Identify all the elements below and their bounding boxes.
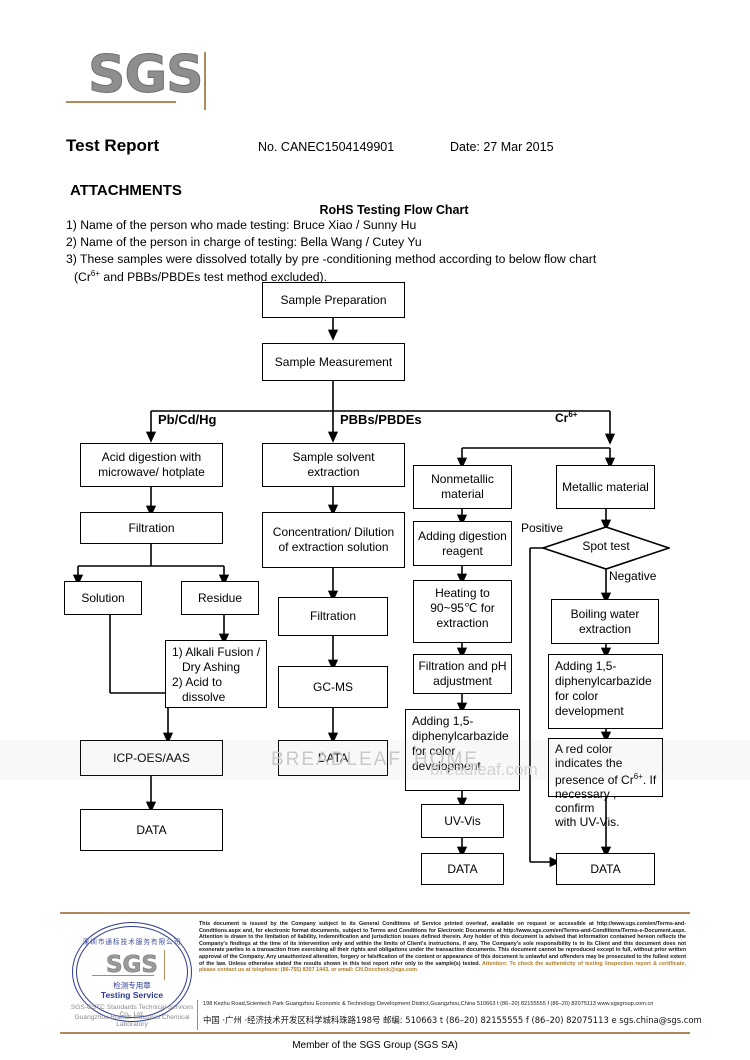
member-of-sgs-group: Member of the SGS Group (SGS SA) bbox=[292, 1040, 458, 1051]
sgs-logo: SGS bbox=[88, 48, 218, 104]
watermark-text-2: HOME bbox=[413, 749, 479, 770]
m-color-line4: development bbox=[555, 704, 624, 718]
red-line3: presence of Cr6+. If bbox=[555, 772, 657, 787]
logo-vertical-rule bbox=[204, 52, 206, 110]
box-sample-solvent-extraction[interactable]: Sample solvent extraction bbox=[262, 443, 405, 487]
heating-line1: Heating to bbox=[435, 586, 490, 600]
label-negative: Negative bbox=[609, 569, 657, 583]
box-red-color-result[interactable]: A red color indicates the presence of Cr… bbox=[548, 738, 663, 829]
color-line1: Adding 1,5- bbox=[412, 714, 474, 728]
stamp-testing-service: Testing Service bbox=[100, 990, 164, 1000]
alkali-line1: 1) Alkali Fusion / bbox=[172, 645, 261, 659]
watermark-band: BREADLEAF HOME bbox=[0, 740, 750, 780]
note-in-charge: 2) Name of the person in charge of testi… bbox=[66, 235, 422, 249]
legal-body: This document is issued by the Company s… bbox=[199, 921, 686, 967]
box-filtration-ph-adjustment[interactable]: Filtration and pH adjustment bbox=[413, 654, 512, 694]
legal-disclaimer: This document is issued by the Company s… bbox=[199, 921, 686, 974]
alkali-line2: Dry Ashing bbox=[172, 660, 241, 674]
branch-label-pb-cd-hg: Pb/Cd/Hg bbox=[158, 412, 217, 427]
box-uv-vis[interactable]: UV-Vis bbox=[421, 804, 504, 838]
box-icp-oes-aas[interactable]: ICP-OES/AAS bbox=[80, 740, 223, 776]
box-boiling-water-extraction[interactable]: Boiling water extraction bbox=[551, 599, 659, 644]
heating-line3: extraction bbox=[436, 616, 489, 630]
box-pb-data[interactable]: DATA bbox=[80, 809, 223, 851]
sgs-testing-stamp: 深圳市通标技术服务有限公司 SGS 检测专用章 Testing Service … bbox=[68, 918, 196, 1028]
stamp-arc-top: 深圳市通标技术服务有限公司 bbox=[82, 939, 182, 946]
box-pbb-data[interactable]: DATA bbox=[278, 740, 388, 776]
box-concentration-dilution[interactable]: Concentration/ Dilution of extraction so… bbox=[262, 512, 405, 568]
spot-test-diamond-shape bbox=[540, 526, 672, 570]
box-sample-measurement[interactable]: Sample Measurement bbox=[262, 343, 405, 381]
watermark-text-1: BREADLEAF bbox=[271, 749, 402, 770]
watermark-text-3: breadleaf.com bbox=[430, 760, 538, 779]
color-line2: diphenylcarbazide bbox=[412, 729, 509, 743]
stamp-company-line2: Guangzhou Branch Industrial Chemical Lab… bbox=[74, 1014, 190, 1028]
address-chinese: 中国 ·广州 ·经济技术开发区科学城科珠路198号 邮编: 510663 t (… bbox=[203, 1015, 702, 1025]
box-alkali-fusion[interactable]: 1) Alkali Fusion / Dry Ashing 2) Acid to… bbox=[165, 640, 267, 708]
stamp-horizontal-bar bbox=[92, 975, 154, 977]
label-positive: Positive bbox=[521, 521, 564, 535]
decision-spot-test[interactable]: Spot test bbox=[540, 526, 672, 570]
attachments-heading: ATTACHMENTS bbox=[70, 182, 182, 199]
stamp-outer-ring bbox=[72, 922, 192, 1022]
legal-attention: Attention: To check the authenticity of … bbox=[199, 960, 686, 974]
stamp-vertical-bar bbox=[164, 950, 166, 980]
color-line4: development bbox=[412, 759, 481, 773]
flowchart-title: RoHS Testing Flow Chart bbox=[319, 203, 469, 217]
m-color-line2: diphenylcarbazide bbox=[555, 674, 652, 688]
m-color-line3: for color bbox=[555, 689, 599, 703]
color-line3: for color bbox=[412, 744, 456, 758]
stamp-chinese-label: 检测专用章 bbox=[113, 981, 151, 990]
stamp-sgs-text: SGS bbox=[105, 952, 159, 979]
m-color-line1: Adding 1,5- bbox=[555, 659, 617, 673]
footer-top-rule bbox=[60, 912, 690, 914]
alkali-line4: dissolve bbox=[172, 690, 226, 704]
page-title: Test Report bbox=[66, 136, 160, 155]
spot-test-label: Spot test bbox=[582, 539, 630, 553]
box-adding-digestion-reagent[interactable]: Adding digestion reagent bbox=[413, 521, 512, 566]
red-line4: necessary , confirm bbox=[555, 787, 617, 815]
box-metallic-material[interactable]: Metallic material bbox=[556, 465, 655, 509]
note-tester: 1) Name of the person who made testing: … bbox=[66, 218, 417, 232]
box-residue[interactable]: Residue bbox=[181, 581, 259, 615]
box-metallic-data[interactable]: DATA bbox=[556, 853, 655, 885]
box-acid-digestion[interactable]: Acid digestion with microwave/ hotplate bbox=[80, 443, 223, 487]
address-english: 198 Kezhu Road,Scientech Park Guangzhou … bbox=[203, 1001, 654, 1007]
report-number: No. CANEC1504149901 bbox=[258, 140, 395, 154]
red-line1: A red color bbox=[555, 742, 613, 756]
address-separator bbox=[197, 1000, 199, 1030]
box-solution[interactable]: Solution bbox=[64, 581, 142, 615]
sgs-logo-text: SGS bbox=[88, 45, 205, 105]
stamp-company-line1: SGS-CSTC Standards Technical Services Co… bbox=[70, 1004, 194, 1018]
box-gc-ms[interactable]: GC-MS bbox=[278, 666, 388, 708]
heating-line2: 90~95℃ for bbox=[430, 601, 495, 615]
stamp-inner-ring bbox=[76, 926, 188, 1018]
branch-label-pbbs-pbdes: PBBs/PBDEs bbox=[340, 412, 422, 427]
branch-label-cr6: Cr6+ bbox=[555, 410, 578, 425]
note-dissolution: 3) These samples were dissolved totally … bbox=[66, 252, 597, 266]
note-exclusion: (Cr6+ and PBBs/PBDEs test method exclude… bbox=[74, 269, 327, 285]
box-nonmetallic-data[interactable]: DATA bbox=[421, 853, 504, 885]
box-nonmetallic-color-development[interactable]: Adding 1,5- diphenylcarbazide for color … bbox=[405, 709, 520, 791]
alkali-line3: 2) Acid to bbox=[172, 675, 223, 689]
box-metallic-color-development[interactable]: Adding 1,5- diphenylcarbazide for color … bbox=[548, 654, 663, 729]
red-line2: indicates the bbox=[555, 756, 623, 770]
box-pb-filtration[interactable]: Filtration bbox=[80, 512, 223, 544]
box-pbb-filtration[interactable]: Filtration bbox=[278, 597, 388, 636]
red-line5: with UV-Vis. bbox=[555, 815, 620, 829]
box-heating-extraction[interactable]: Heating to 90~95℃ for extraction bbox=[413, 580, 512, 643]
footer-bottom-rule bbox=[60, 1032, 690, 1034]
box-sample-preparation[interactable]: Sample Preparation bbox=[262, 282, 405, 318]
report-date: Date: 27 Mar 2015 bbox=[450, 140, 554, 154]
logo-horizontal-rule bbox=[66, 101, 176, 103]
box-nonmetallic-material[interactable]: Nonmetallic material bbox=[413, 465, 512, 509]
